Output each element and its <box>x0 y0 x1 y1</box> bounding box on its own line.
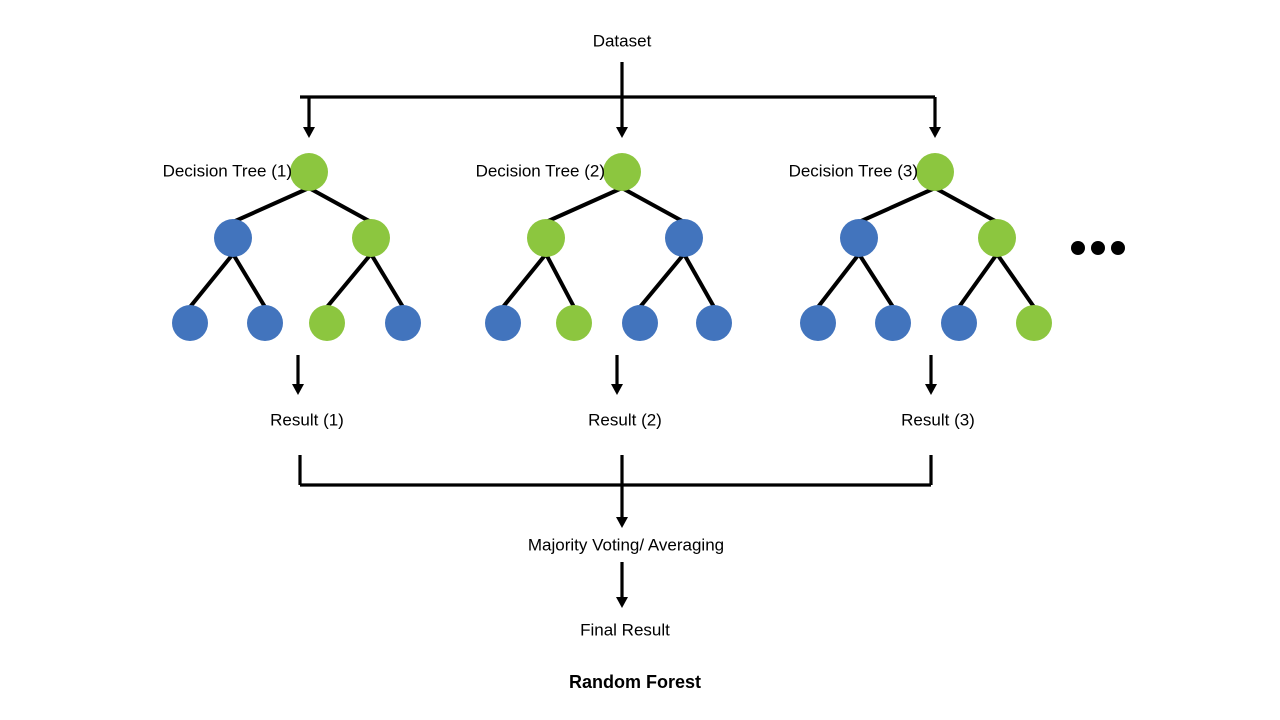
decision-tree-1-label: Decision Tree (1) <box>163 161 292 180</box>
tree-3-to-result-arrow-head <box>925 384 937 395</box>
tree-1-root-node <box>290 153 328 191</box>
tree-2-root-node <box>603 153 641 191</box>
tree-nodes-group <box>172 153 1052 341</box>
connector-lines-group <box>188 62 1036 608</box>
page-title: Random Forest <box>569 672 701 692</box>
tree-1-edge-r-leaf4 <box>369 252 405 309</box>
dataset-to-tree-1-arrow-head <box>303 127 315 138</box>
final-result-label: Final Result <box>580 620 670 639</box>
tree-1-edge-root-right <box>308 186 372 224</box>
tree-3-edge-r-leaf4 <box>995 252 1036 309</box>
decision-tree-3-label: Decision Tree (3) <box>789 161 918 180</box>
tree-1-leaf-node-4 <box>385 305 421 341</box>
ellipsis-icon <box>1071 241 1125 255</box>
tree-3-edge-r-leaf3 <box>957 252 999 309</box>
tree-1-to-result-arrow-head <box>292 384 304 395</box>
ellipsis-dot-3 <box>1111 241 1125 255</box>
result-1-label: Result (1) <box>270 410 344 429</box>
tree-2-leaf-node-2 <box>556 305 592 341</box>
tree-2-edge-r-leaf4 <box>682 253 716 308</box>
tree-2-leaf-node-1 <box>485 305 521 341</box>
tree-2-leaf-node-4 <box>696 305 732 341</box>
majority-voting-label: Majority Voting/ Averaging <box>528 535 724 554</box>
tree-1-branch-node-2 <box>352 219 390 257</box>
tree-1-edge-root-left <box>232 186 310 224</box>
tree-1-leaf-node-1 <box>172 305 208 341</box>
tree-2-branch-node-1 <box>527 219 565 257</box>
tree-3-leaf-node-2 <box>875 305 911 341</box>
ellipsis-dot-1 <box>1071 241 1085 255</box>
tree-3-root-node <box>916 153 954 191</box>
tree-2-leaf-node-3 <box>622 305 658 341</box>
decision-tree-2-label: Decision Tree (2) <box>476 161 605 180</box>
tree-3-edge-root-left <box>858 186 936 224</box>
tree-2-edge-l-leaf1 <box>501 252 548 309</box>
dataset-label: Dataset <box>593 31 652 50</box>
tree-3-edge-root-right <box>934 186 998 224</box>
tree-2-to-result-arrow-head <box>611 384 623 395</box>
dataset-to-tree-2-arrow-head <box>616 127 628 138</box>
tree-3-branch-node-1 <box>840 219 878 257</box>
tree-3-leaf-node-1 <box>800 305 836 341</box>
tree-2-edge-root-left <box>545 186 623 224</box>
tree-3-branch-node-2 <box>978 219 1016 257</box>
voting-to-final-arrow-head <box>616 597 628 608</box>
tree-1-edge-l-leaf2 <box>231 252 267 309</box>
tree-2-edge-root-right <box>621 186 685 224</box>
tree-1-leaf-node-2 <box>247 305 283 341</box>
dataset-to-tree-3-arrow-head <box>929 127 941 138</box>
tree-2-branch-node-2 <box>665 219 703 257</box>
tree-3-edge-l-leaf2 <box>857 252 895 309</box>
tree-2-edge-l-leaf2 <box>544 253 576 308</box>
tree-3-leaf-node-3 <box>941 305 977 341</box>
tree-2-edge-r-leaf3 <box>638 252 686 309</box>
tree-1-edge-r-leaf3 <box>325 252 373 309</box>
results-to-voting-arrow-head <box>616 517 628 528</box>
tree-3-leaf-node-4 <box>1016 305 1052 341</box>
tree-1-branch-node-1 <box>214 219 252 257</box>
tree-1-edge-l-leaf1 <box>188 252 235 309</box>
result-3-label: Result (3) <box>901 410 975 429</box>
result-2-label: Result (2) <box>588 410 662 429</box>
ellipsis-dot-2 <box>1091 241 1105 255</box>
tree-1-leaf-node-3 <box>309 305 345 341</box>
tree-3-edge-l-leaf1 <box>816 252 861 309</box>
